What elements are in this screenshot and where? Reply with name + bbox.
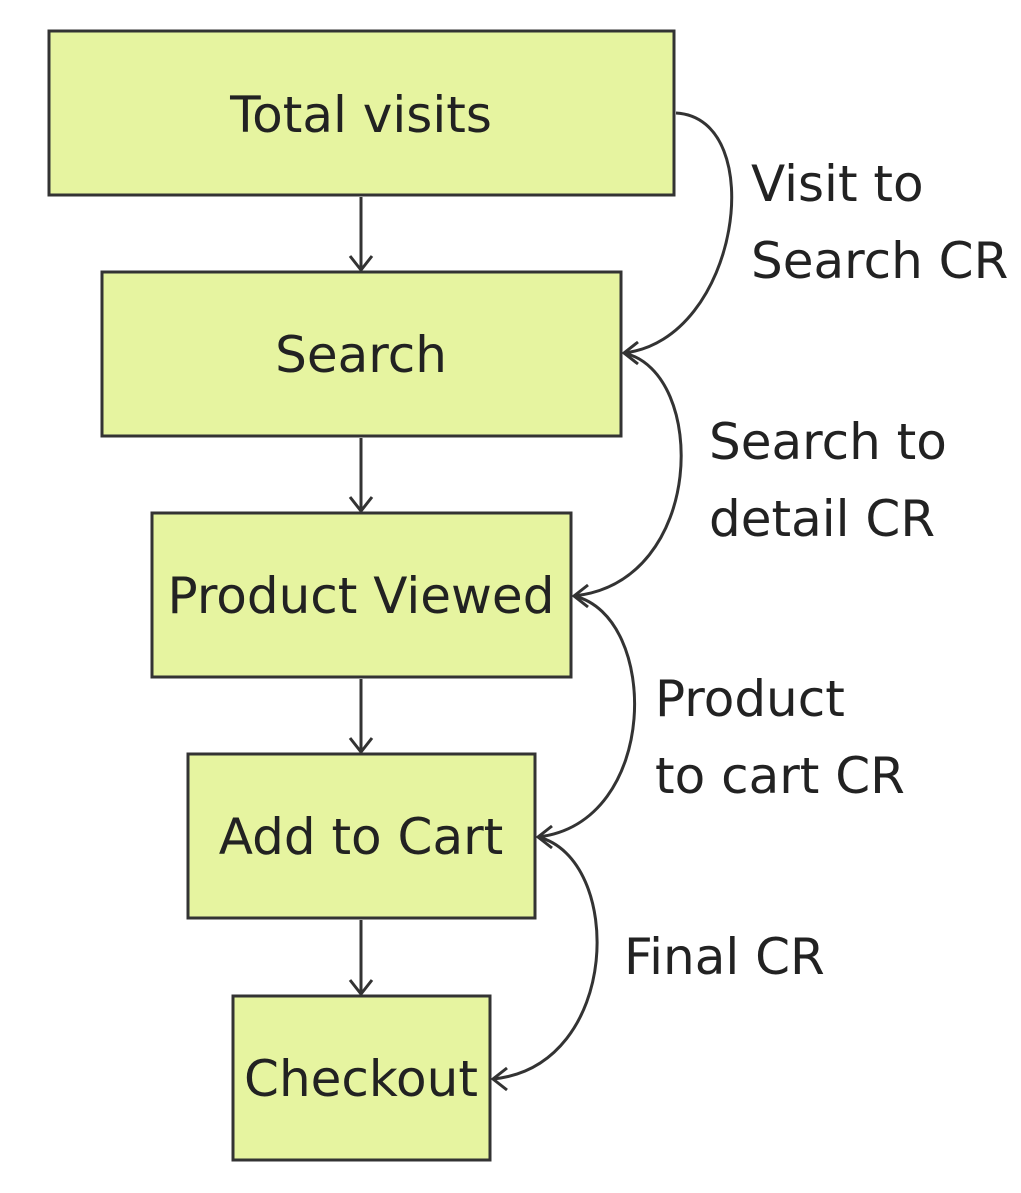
cr-label-final-line1: Final CR	[624, 928, 825, 986]
flow-edges	[348, 197, 374, 997]
cr-label-search-to-detail-line1: Search to	[709, 413, 947, 471]
flow-edge-add-to-cart-to-checkout	[348, 920, 374, 997]
cr-edge-final	[490, 835, 599, 1092]
node-label-product-viewed: Product Viewed	[168, 567, 555, 625]
cr-edges	[490, 111, 734, 1092]
node-add-to-cart: Add to Cart	[186, 752, 537, 920]
cr-label-visit-to-search-line1: Visit to	[751, 155, 924, 213]
node-product-viewed: Product Viewed	[150, 511, 573, 679]
node-label-total-visits: Total visits	[229, 86, 492, 144]
node-search: Search	[100, 270, 623, 438]
cr-label-search-to-detail-line2: detail CR	[709, 490, 935, 548]
node-checkout: Checkout	[231, 994, 492, 1162]
cr-label-product-to-cart-line1: Product	[655, 670, 845, 728]
cr-label-product-to-cart-line2: to cart CR	[655, 747, 905, 805]
cr-label-visit-to-search-line2: Search CR	[751, 232, 1008, 290]
node-total-visits: Total visits	[47, 29, 676, 197]
node-label-checkout: Checkout	[244, 1050, 478, 1108]
flow-edge-total-visits-to-search	[348, 197, 374, 273]
flow-edge-search-to-product-viewed	[348, 438, 374, 514]
node-label-search: Search	[275, 326, 447, 384]
flow-edge-product-viewed-to-add-to-cart	[348, 679, 374, 755]
cr-edge-labels: Visit to Search CR Search to detail CR P…	[624, 155, 1008, 986]
node-label-add-to-cart: Add to Cart	[219, 808, 504, 866]
